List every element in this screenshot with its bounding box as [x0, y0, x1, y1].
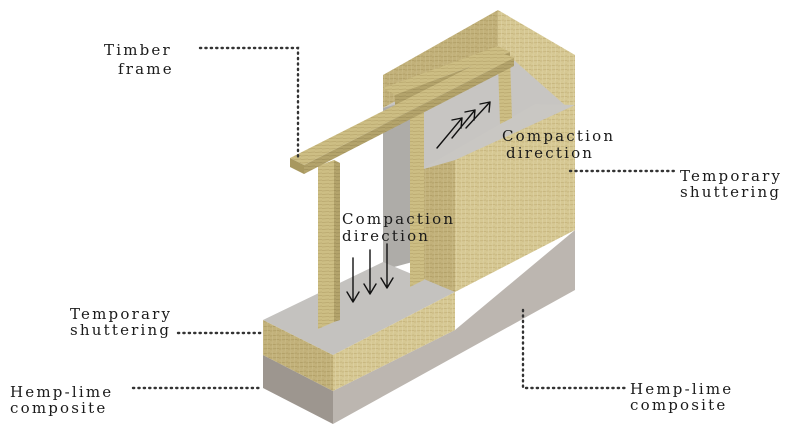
- lower-shuttering-block: [263, 262, 455, 391]
- lower-shuttering-left-face: [263, 320, 333, 391]
- upper-shuttering-left-face: [420, 160, 455, 300]
- label-composite-left-line2: composite: [10, 399, 108, 417]
- upper-shuttering-block: [420, 104, 575, 300]
- label-compaction-upper: Compaction direction: [502, 127, 622, 162]
- label-shuttering-left: Temporary shuttering: [70, 305, 179, 339]
- timber-post-rear-right: [498, 58, 512, 124]
- timber-frame: [290, 46, 514, 329]
- timber-beam-rear-top: [383, 46, 510, 95]
- timber-post-front-shade: [334, 160, 340, 322]
- hemp-lime-composite-block: [263, 230, 575, 424]
- timber-beam-front-side: [304, 58, 514, 174]
- label-compaction-lower: Compaction direction: [342, 210, 462, 245]
- timber-beam-front-end: [290, 158, 304, 174]
- label-compaction-upper-line1: Compaction: [502, 127, 615, 145]
- composite-left-face: [263, 355, 333, 424]
- compaction-arrows-upper: [436, 101, 491, 149]
- label-shuttering-left-line1: Temporary: [70, 305, 172, 323]
- label-composite-left: Hemp-lime composite: [10, 383, 120, 417]
- label-shuttering-left-line2: shuttering: [70, 321, 171, 339]
- label-composite-right-line1: Hemp-lime: [630, 380, 733, 398]
- upper-shuttering-top: [420, 104, 575, 170]
- arrow-down-3: [380, 243, 394, 289]
- timber-post-front: [318, 160, 334, 329]
- leader-lines: [131, 46, 678, 390]
- label-shuttering-right-line1: Temporary: [680, 167, 782, 185]
- lower-step-top-surface: [263, 262, 455, 355]
- label-timber-frame: Timber frame: [104, 41, 179, 78]
- composite-front-face: [333, 230, 575, 424]
- compaction-arrows-lower: [346, 243, 394, 303]
- arrow-down-2: [363, 249, 377, 295]
- back-wall-right-face: [498, 10, 575, 114]
- label-composite-left-line1: Hemp-lime: [10, 383, 113, 401]
- label-compaction-upper-line2: direction: [506, 144, 594, 162]
- label-composite-right: Hemp-lime composite: [630, 380, 740, 414]
- arrow-up-right-3: [465, 101, 491, 129]
- timber-beam-front-top: [290, 52, 514, 165]
- label-composite-right-line2: composite: [630, 396, 728, 414]
- label-compaction-lower-line2: direction: [342, 227, 430, 245]
- arrow-down-1: [346, 257, 360, 303]
- label-timber-frame-line2: frame: [118, 60, 174, 78]
- label-shuttering-right-line2: shuttering: [680, 183, 781, 201]
- lower-shuttering-front-face: [333, 292, 455, 391]
- upper-shuttering-front-face: [455, 105, 575, 292]
- leader-composite-right: [521, 308, 627, 390]
- label-compaction-lower-line1: Compaction: [342, 210, 455, 228]
- timber-post-rear-left: [410, 106, 424, 287]
- label-shuttering-right: Temporary shuttering: [680, 167, 789, 201]
- leader-timber-frame: [198, 46, 300, 160]
- label-timber-frame-line1: Timber: [104, 41, 172, 59]
